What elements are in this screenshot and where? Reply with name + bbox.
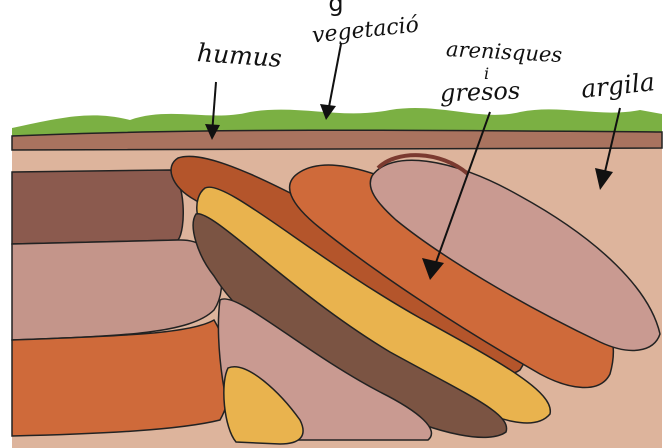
label-gresos: gresos [440,79,521,106]
label-humus: humus [196,40,282,71]
humus-layer [12,130,662,150]
arrow-vegetacio [320,44,341,120]
label-argila: argila [580,69,656,102]
block-brown-top [12,170,183,244]
